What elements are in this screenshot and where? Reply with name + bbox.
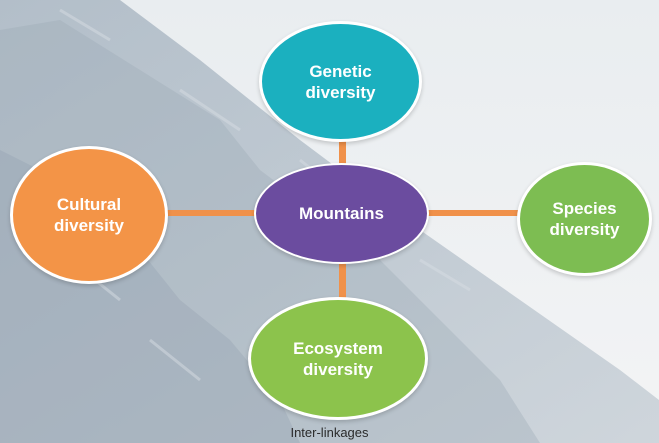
node-genetic-diversity: Genetic diversity xyxy=(259,21,422,142)
node-label-ecosystem: Ecosystem diversity xyxy=(293,338,383,379)
node-label-cultural: Cultural diversity xyxy=(54,195,124,235)
connector-left xyxy=(164,210,257,216)
node-label-species: Species diversity xyxy=(549,199,620,239)
node-label-genetic: Genetic diversity xyxy=(305,61,376,102)
connector-right xyxy=(427,210,521,216)
node-cultural-diversity: Cultural diversity xyxy=(10,146,168,284)
connector-bottom xyxy=(339,262,346,304)
connector-top xyxy=(339,140,346,164)
center-node-label: Mountains xyxy=(299,204,384,223)
center-node-mountains: Mountains xyxy=(254,163,429,264)
node-species-diversity: Species diversity xyxy=(517,162,652,276)
node-ecosystem-diversity: Ecosystem diversity xyxy=(248,297,428,420)
diagram-caption: Inter-linkages xyxy=(290,425,369,440)
